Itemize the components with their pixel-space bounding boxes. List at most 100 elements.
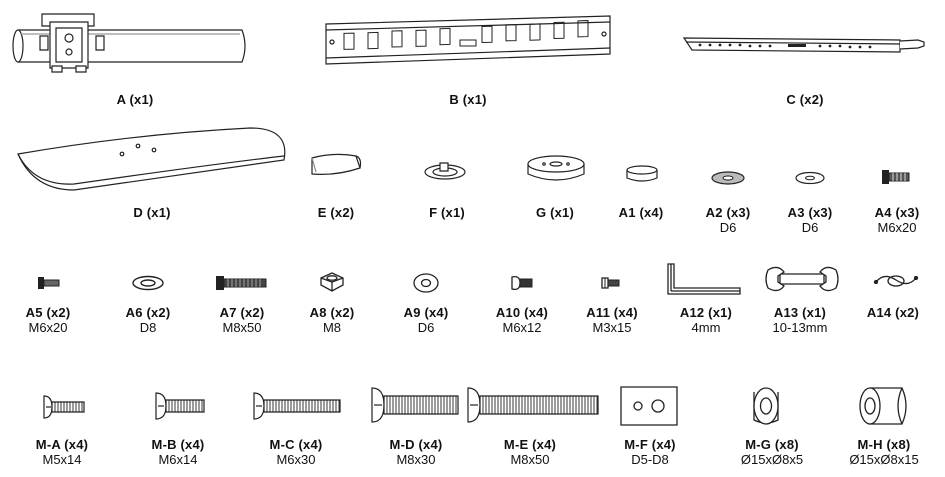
part-a3-name: A3 (x3) (787, 205, 833, 220)
part-a5-spec: M6x20 (28, 320, 68, 335)
part-mg-spacer-illustration (746, 384, 786, 428)
part-a3-spec: D6 (801, 220, 819, 235)
part-ma-spec: M5x14 (42, 452, 82, 467)
part-mc-screw-illustration (248, 390, 344, 422)
part-a4-label: A4 (x3) M6x20 (875, 205, 920, 235)
part-me-name: M-E (x4) (503, 437, 557, 452)
part-me-label: M-E (x4) M8x50 (504, 437, 556, 467)
part-g-name: G (x1) (535, 205, 575, 220)
part-a2-spec: D6 (719, 220, 737, 235)
part-a8-nut-illustration (318, 270, 346, 294)
part-ma-name: M-A (x4) (35, 437, 89, 452)
part-a9-spec: D6 (417, 320, 435, 335)
part-g-round-base-illustration (524, 154, 588, 186)
part-a9-washer-illustration (412, 272, 440, 294)
part-a13-name: A13 (x1) (773, 305, 827, 320)
part-a7-name: A7 (x2) (219, 305, 265, 320)
part-a8-spec: M8 (322, 320, 342, 335)
part-d-base-plate-illustration (14, 124, 294, 194)
part-mf-spec: D5-D8 (631, 452, 669, 467)
part-a6-washer-illustration (131, 274, 165, 292)
part-mg-label: M-G (x8) Ø15xØ8x5 (741, 437, 803, 467)
part-b-label: B (x1) (449, 92, 486, 107)
part-a6-spec: D8 (139, 320, 157, 335)
part-a2-label: A2 (x3) D6 (706, 205, 751, 235)
part-mh-spacer-illustration (856, 384, 914, 428)
part-a3-label: A3 (x3) D6 (788, 205, 833, 235)
part-a9-label: A9 (x4) D6 (404, 305, 449, 335)
part-b-name: B (x1) (449, 92, 487, 107)
part-a8-name: A8 (x2) (309, 305, 355, 320)
part-a6-label: A6 (x2) D8 (126, 305, 171, 335)
part-b-rail-illustration (322, 14, 614, 68)
part-a10-label: A10 (x4) M6x12 (496, 305, 548, 335)
part-a-name: A (x1) (116, 92, 154, 107)
part-mb-screw-illustration (150, 390, 208, 422)
part-d-label: D (x1) (133, 205, 170, 220)
part-me-screw-illustration (462, 386, 602, 424)
part-a11-name: A11 (x4) (586, 305, 638, 320)
part-mc-spec: M6x30 (276, 452, 316, 467)
part-f-label: F (x1) (429, 205, 465, 220)
part-md-screw-illustration (366, 386, 462, 424)
part-a5-name: A5 (x2) (25, 305, 71, 320)
part-c-arm-illustration (680, 28, 930, 62)
part-a1-name: A1 (x4) (618, 205, 664, 220)
part-a13-wrench-illustration (764, 264, 840, 294)
part-md-name: M-D (x4) (389, 437, 443, 452)
part-mc-name: M-C (x4) (269, 437, 323, 452)
part-e-label: E (x2) (318, 205, 355, 220)
part-a11-spec: M3x15 (592, 320, 632, 335)
part-mb-label: M-B (x4) M6x14 (152, 437, 205, 467)
part-a-label: A (x1) (117, 92, 154, 107)
part-a12-name: A12 (x1) (679, 305, 733, 320)
part-a4-name: A4 (x3) (874, 205, 920, 220)
part-c-label: C (x2) (786, 92, 823, 107)
part-md-label: M-D (x4) M8x30 (390, 437, 443, 467)
part-a13-spec: 10-13mm (772, 320, 828, 335)
part-d-name: D (x1) (133, 205, 171, 220)
part-mg-spec: Ø15xØ8x5 (740, 452, 804, 467)
part-a13-label: A13 (x1) 10-13mm (773, 305, 828, 335)
part-a12-label: A12 (x1) 4mm (680, 305, 732, 335)
part-a10-bolt-illustration (510, 275, 536, 291)
part-a7-spec: M8x50 (222, 320, 262, 335)
part-a14-label: A14 (x2) (867, 305, 919, 320)
part-mg-name: M-G (x8) (745, 437, 799, 452)
part-a12-spec: 4mm (691, 320, 721, 335)
part-mf-name: M-F (x4) (624, 437, 676, 452)
part-g-label: G (x1) (536, 205, 574, 220)
part-mf-plate-illustration (618, 384, 680, 428)
part-a1-pad-illustration (624, 164, 660, 186)
part-a1-label: A1 (x4) (619, 205, 664, 220)
part-e-cap-illustration (306, 152, 364, 178)
part-a5-label: A5 (x2) M6x20 (26, 305, 71, 335)
part-a7-bolt-illustration (216, 276, 270, 290)
part-mh-label: M-H (x8) Ø15xØ8x15 (849, 437, 918, 467)
part-a9-name: A9 (x4) (403, 305, 449, 320)
part-e-name: E (x2) (317, 205, 355, 220)
part-c-name: C (x2) (786, 92, 824, 107)
part-ma-screw-illustration (38, 392, 88, 422)
part-md-spec: M8x30 (396, 452, 436, 467)
part-mh-name: M-H (x8) (857, 437, 911, 452)
part-a10-name: A10 (x4) (495, 305, 549, 320)
part-a2-name: A2 (x3) (705, 205, 751, 220)
part-a8-label: A8 (x2) M8 (310, 305, 355, 335)
part-mb-name: M-B (x4) (151, 437, 205, 452)
part-f-clip-illustration (420, 160, 470, 182)
part-mf-label: M-F (x4) D5-D8 (624, 437, 675, 467)
part-a11-screw-illustration (600, 276, 622, 290)
part-a4-spec: M6x20 (877, 220, 917, 235)
part-a6-name: A6 (x2) (125, 305, 171, 320)
part-a11-label: A11 (x4) M3x15 (586, 305, 637, 335)
part-f-name: F (x1) (429, 205, 465, 220)
part-ma-label: M-A (x4) M5x14 (36, 437, 88, 467)
part-mh-spec: Ø15xØ8x15 (849, 452, 919, 467)
part-a5-bolt-illustration (38, 277, 62, 289)
part-a12-allen-key-illustration (664, 262, 744, 298)
part-a4-bolt-illustration (882, 170, 914, 184)
part-me-spec: M8x50 (510, 452, 550, 467)
part-a-pole-illustration (10, 8, 250, 78)
part-a14-cable-tie-illustration (872, 270, 920, 292)
